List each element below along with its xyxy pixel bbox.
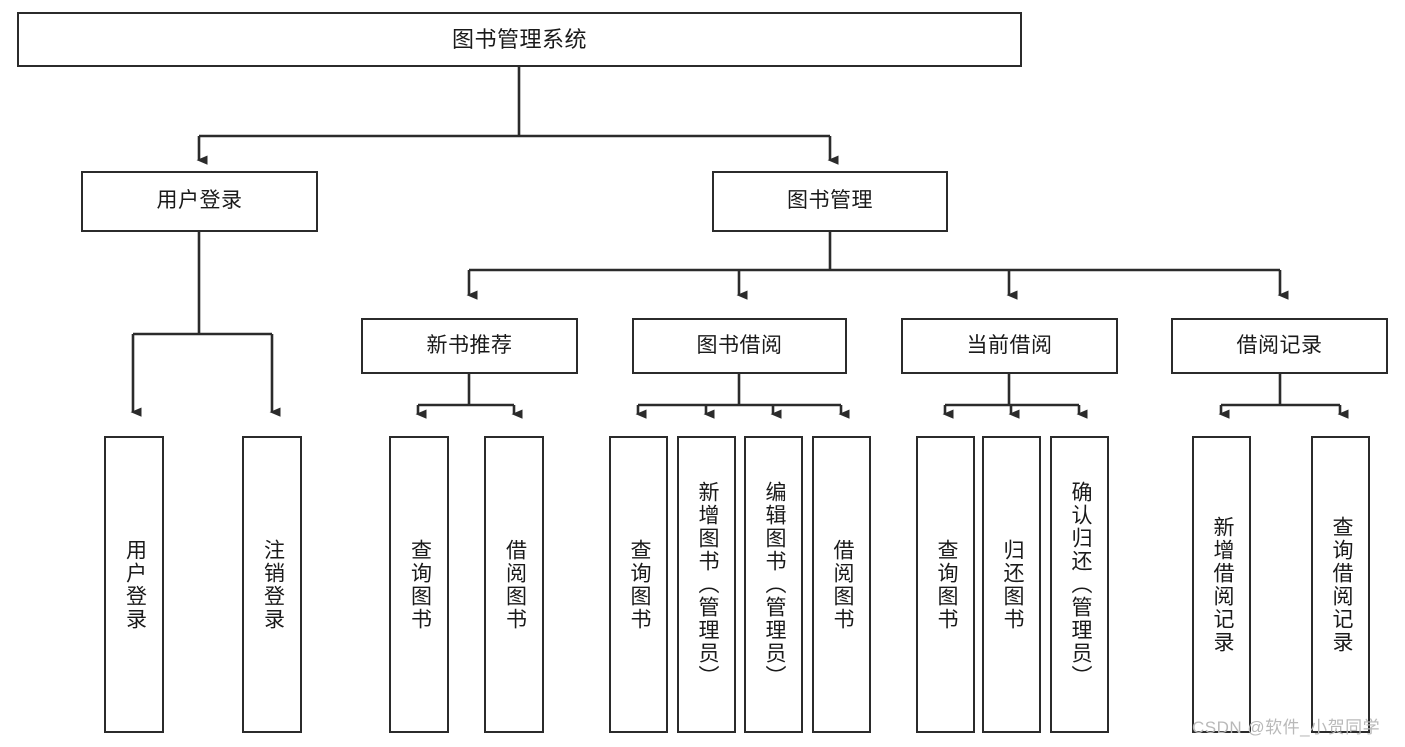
- node-label: 查询图书: [408, 538, 432, 631]
- node-leaf-query-book-1[interactable]: 查询图书: [389, 436, 449, 733]
- node-label: 查询图书: [934, 538, 958, 631]
- node-leaf-edit-book[interactable]: 编辑图书（管理员）: [744, 436, 803, 733]
- node-label: 确认归还（管理员）: [1068, 481, 1092, 688]
- node-leaf-query-book-2[interactable]: 查询图书: [609, 436, 668, 733]
- node-label: 用户登录: [156, 189, 243, 213]
- node-root-system[interactable]: 图书管理系统: [17, 12, 1022, 67]
- node-label: 查询图书: [627, 538, 651, 631]
- node-label: 查询借阅记录: [1329, 515, 1353, 654]
- node-leaf-query-book-3[interactable]: 查询图书: [916, 436, 975, 733]
- node-leaf-query-record[interactable]: 查询借阅记录: [1311, 436, 1370, 733]
- node-label: 新书推荐: [426, 333, 513, 357]
- node-leaf-confirm-return[interactable]: 确认归还（管理员）: [1050, 436, 1109, 733]
- node-leaf-borrow-book-2[interactable]: 借阅图书: [812, 436, 871, 733]
- node-book-manage[interactable]: 图书管理: [712, 171, 948, 232]
- node-leaf-add-book[interactable]: 新增图书（管理员）: [677, 436, 736, 733]
- node-label: 借阅图书: [830, 538, 854, 631]
- node-label: 用户登录: [123, 538, 147, 631]
- node-label: 新增图书（管理员）: [695, 481, 719, 688]
- node-leaf-return-book[interactable]: 归还图书: [982, 436, 1041, 733]
- node-label: 新增借阅记录: [1210, 515, 1234, 654]
- node-label: 图书管理: [787, 189, 873, 213]
- node-book-borrow[interactable]: 图书借阅: [632, 318, 847, 374]
- node-label: 借阅图书: [503, 538, 527, 631]
- node-label: 借阅记录: [1236, 333, 1323, 357]
- csdn-watermark: CSDN @软件_小贺同学: [1192, 718, 1381, 737]
- node-label: 注销登录: [261, 538, 285, 631]
- node-label: 图书借阅: [696, 333, 783, 357]
- node-label: 当前借阅: [966, 333, 1053, 357]
- node-borrow-record[interactable]: 借阅记录: [1171, 318, 1388, 374]
- node-label: 编辑图书（管理员）: [762, 481, 786, 688]
- node-label: 图书管理系统: [451, 26, 587, 52]
- node-leaf-user-login[interactable]: 用户登录: [104, 436, 164, 733]
- node-leaf-user-logout[interactable]: 注销登录: [242, 436, 302, 733]
- node-leaf-add-record[interactable]: 新增借阅记录: [1192, 436, 1251, 733]
- node-new-book-recommend[interactable]: 新书推荐: [361, 318, 578, 374]
- node-leaf-borrow-book-1[interactable]: 借阅图书: [484, 436, 544, 733]
- node-current-borrow[interactable]: 当前借阅: [901, 318, 1118, 374]
- node-label: 归还图书: [1000, 538, 1024, 631]
- node-user-login[interactable]: 用户登录: [81, 171, 318, 232]
